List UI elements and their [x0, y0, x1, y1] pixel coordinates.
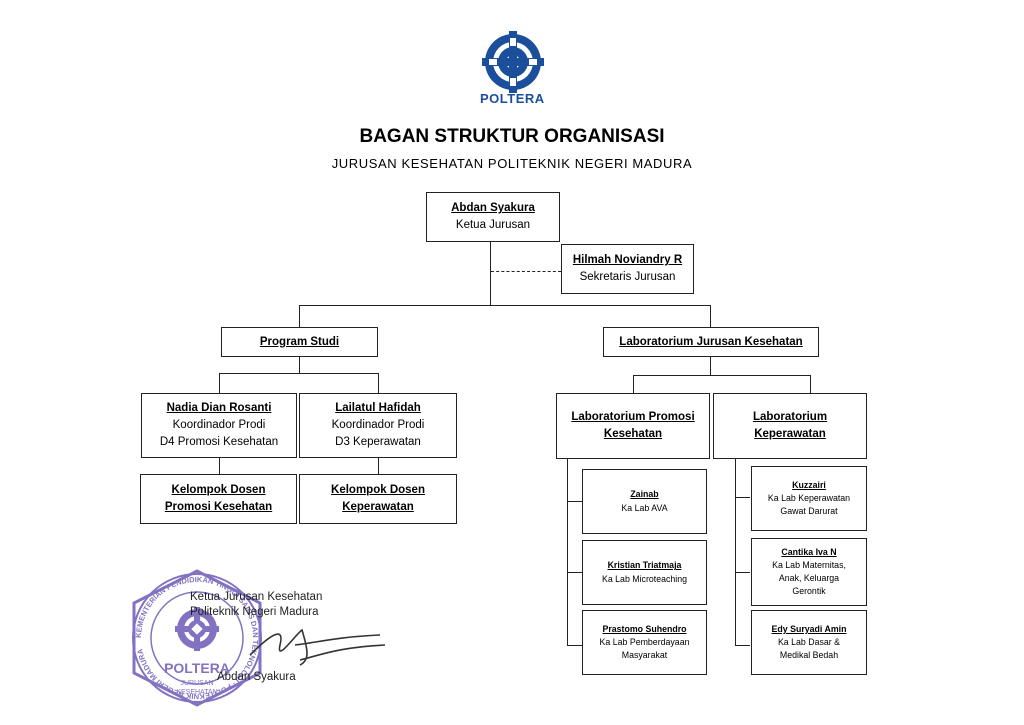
prodi-box-promosi: Nadia Dian Rosanti Koordinador Prodi D4 … — [141, 393, 297, 458]
lab-group-line2: Keperawatan — [754, 428, 826, 440]
lab-member-role-2: Medikal Bedah — [779, 650, 839, 661]
lab-member-role-2: Anak, Keluarga — [778, 573, 840, 583]
program-studi-label: Program Studi — [259, 335, 340, 348]
lab-group-promosi: Laboratorium Promosi Kesehatan — [556, 393, 710, 459]
lab-member-role: Ka Lab Keperawatan — [767, 492, 851, 503]
prodi-line2: D3 Keperawatan — [335, 435, 421, 448]
dosen-line1: Kelompok Dosen — [171, 484, 266, 497]
stamp-sub1: JURUSAN — [180, 680, 213, 687]
prodi-name: Lailatul Hafidah — [335, 402, 421, 415]
head-name: Abdan Syakura — [451, 202, 535, 215]
dosen-line2: Promosi Kesehatan — [164, 501, 273, 513]
logo-text: POLTERA — [480, 91, 545, 106]
lab-member-cantika: Cantika Iva N Ka Lab Maternitas, Anak, K… — [751, 538, 867, 606]
lab-member-prastomo: Prastomo Suhendro Ka Lab Pemberdayaan Ma… — [582, 610, 707, 675]
signature-line2: Politeknik Negeri Madura — [190, 606, 319, 618]
lab-member-role: Ka Lab AVA — [621, 502, 668, 513]
lab-member-role: Ka Lab Maternitas, — [772, 559, 846, 570]
program-studi-box: Program Studi — [221, 327, 378, 357]
lab-member-role-3: Gerontik — [792, 586, 826, 597]
lab-group-keperawatan: Laboratorium Keperawatan — [713, 393, 867, 459]
prodi-line1: Koordinador Prodi — [172, 419, 266, 432]
official-stamp: KEMENTERIAN PENDIDIKAN TINGGI SAINS DAN … — [122, 563, 272, 713]
lab-member-name: Kristian Triatmaja — [607, 560, 682, 571]
lab-member-name: Zainab — [630, 489, 659, 500]
lab-group-line1: Laboratorium — [752, 411, 828, 424]
lab-member-name: Prastomo Suhendro — [602, 623, 687, 634]
lab-member-name: Cantika Iva N — [781, 546, 837, 557]
laboratorium-box: Laboratorium Jurusan Kesehatan — [603, 327, 819, 357]
stamp-sub2: KESEHATAN — [176, 689, 217, 696]
stamp-icon: KEMENTERIAN PENDIDIKAN TINGGI SAINS DAN … — [132, 569, 262, 707]
lab-member-role: Ka Lab Microteaching — [601, 573, 688, 584]
prodi-line2: D4 Promosi Kesehatan — [159, 435, 279, 448]
lab-member-role-2: Gawat Darurat — [780, 506, 838, 517]
signature-name: Abdan Syakura — [217, 671, 296, 683]
secretary-role: Sekretaris Jurusan — [579, 271, 676, 283]
poltera-logo: POLTERA — [478, 30, 548, 110]
secretary-box: Hilmah Noviandry R Sekretaris Jurusan — [561, 244, 694, 294]
head-role: Ketua Jurusan — [455, 219, 531, 231]
dosen-line2: Keperawatan — [342, 501, 414, 513]
dosen-box-keperawatan: Kelompok Dosen Keperawatan — [299, 474, 457, 524]
lab-member-role: Ka Lab Dasar & — [777, 636, 841, 647]
lab-member-kuzzairi: Kuzzairi Ka Lab Keperawatan Gawat Darura… — [751, 466, 867, 531]
poltera-emblem-icon — [482, 31, 544, 93]
laboratorium-label: Laboratorium Jurusan Kesehatan — [619, 335, 803, 348]
secretary-name: Hilmah Noviandry R — [572, 254, 683, 267]
lab-member-role-2: Masyarakat — [621, 650, 668, 661]
lab-member-zainab: Zainab Ka Lab AVA — [582, 469, 707, 534]
page-subtitle: JURUSAN KESEHATAN POLITEKNIK NEGERI MADU… — [331, 156, 693, 171]
prodi-name: Nadia Dian Rosanti — [166, 402, 272, 415]
dosen-box-promosi: Kelompok Dosen Promosi Kesehatan — [140, 474, 297, 524]
handwritten-signature — [249, 628, 386, 666]
page-title: BAGAN STRUKTUR ORGANISASI — [359, 126, 665, 147]
lab-member-name: Edy Suryadi Amin — [771, 623, 847, 634]
head-box: Abdan Syakura Ketua Jurusan — [426, 192, 560, 242]
lab-member-kristian: Kristian Triatmaja Ka Lab Microteaching — [582, 540, 707, 605]
lab-group-line1: Laboratorium Promosi — [571, 411, 695, 424]
lab-member-edy: Edy Suryadi Amin Ka Lab Dasar & Medikal … — [751, 610, 867, 675]
lab-member-name: Kuzzairi — [792, 479, 826, 490]
prodi-line1: Koordinador Prodi — [331, 419, 425, 432]
prodi-box-keperawatan: Lailatul Hafidah Koordinador Prodi D3 Ke… — [299, 393, 457, 458]
dosen-line1: Kelompok Dosen — [331, 484, 425, 497]
stamp-text: POLTERA — [164, 660, 230, 676]
signature-line1: Ketua Jurusan Kesehatan — [190, 591, 323, 603]
lab-member-role: Ka Lab Pemberdayaan — [599, 636, 690, 647]
lab-group-line2: Kesehatan — [603, 428, 663, 440]
